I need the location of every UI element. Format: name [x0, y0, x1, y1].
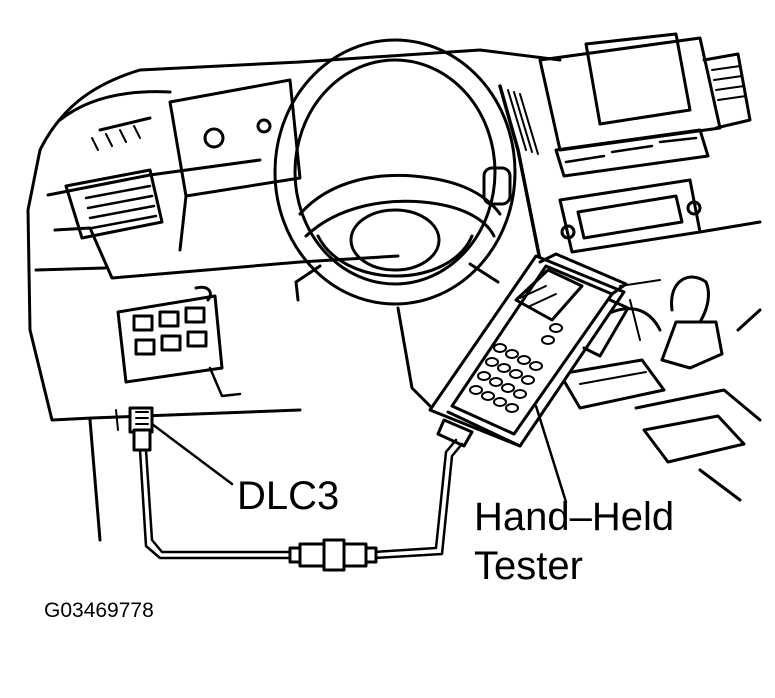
- center-console: [498, 32, 762, 262]
- dlc3-leader-line: [150, 422, 234, 486]
- dlc3-label: DLC3: [237, 474, 340, 518]
- steering-wheel: [273, 38, 517, 414]
- inline-cable-connector: [288, 538, 378, 572]
- figure-code: G03469778: [44, 599, 154, 622]
- tester-keypad: [469, 323, 563, 413]
- left-air-vent: [64, 168, 164, 240]
- instrument-cluster: [168, 78, 302, 252]
- leader-lines: [150, 404, 568, 504]
- gear-shifter: [558, 275, 762, 502]
- hand-held-tester-device: [428, 252, 630, 448]
- tester-cable: [138, 438, 464, 572]
- hand-held-tester-label-line1: Hand–Held: [474, 495, 675, 539]
- dlc3-connector: [128, 406, 154, 452]
- hand-held-tester-label-line2: Tester: [474, 544, 583, 588]
- tester-leader-line: [534, 404, 568, 504]
- switch-panel: [116, 285, 242, 398]
